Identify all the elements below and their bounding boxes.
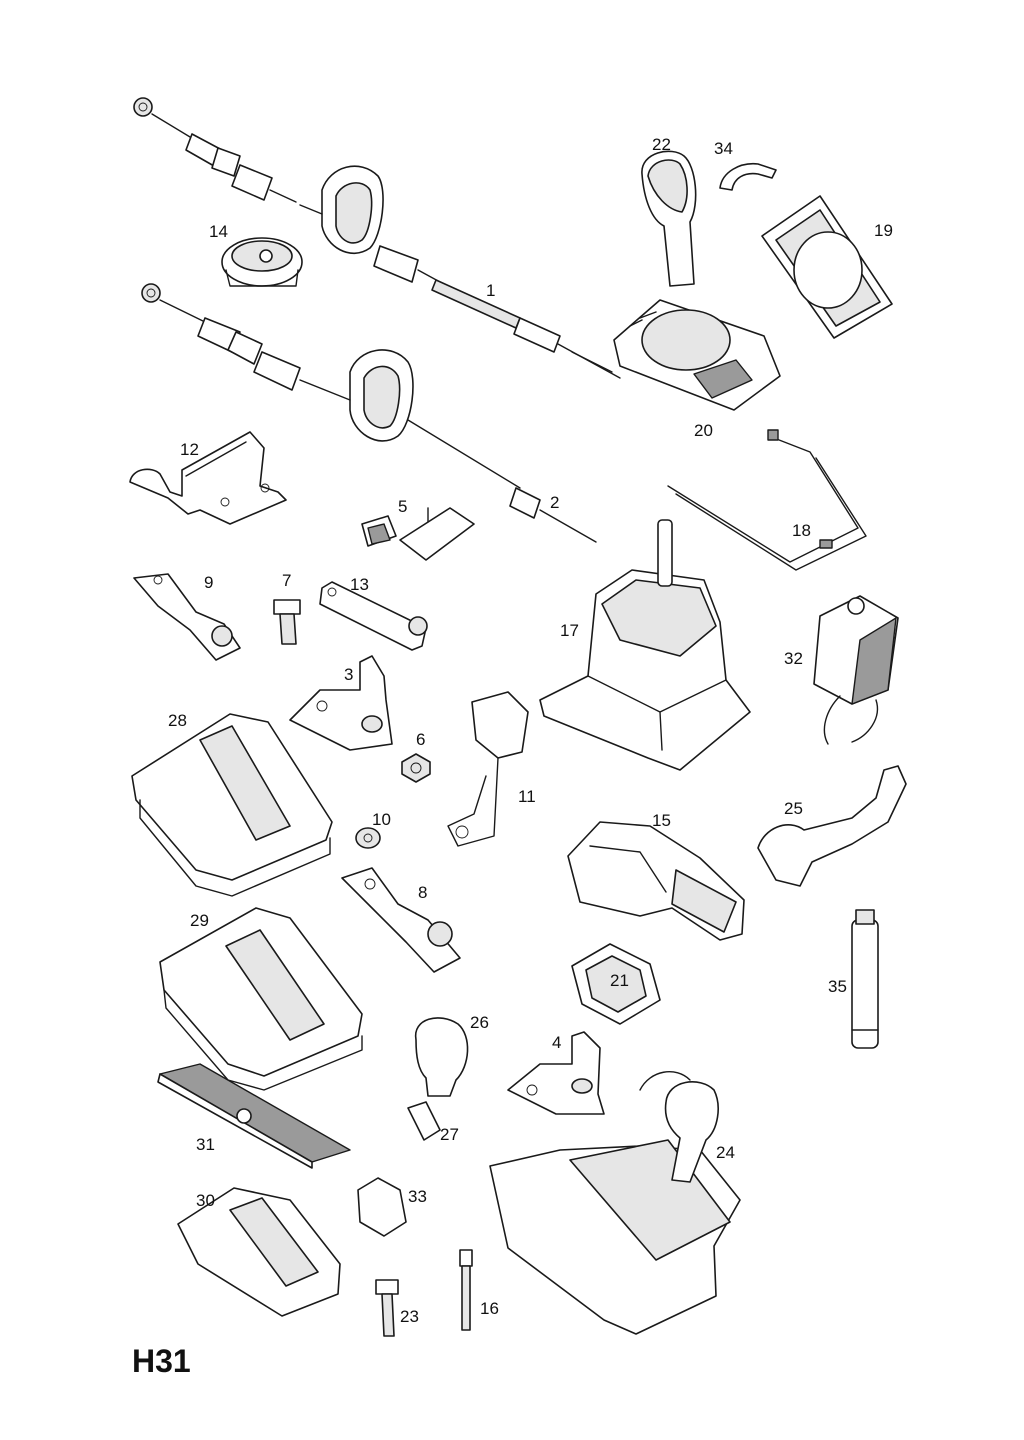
part-24-selector-assembly: [489, 1071, 741, 1335]
callout-26: 26: [470, 1013, 489, 1032]
part-31-trim-strip: [157, 1063, 351, 1169]
part-23-bolt: [375, 1279, 399, 1337]
part-4-plate: [507, 1031, 605, 1115]
part-2-shift-cable: [141, 283, 597, 543]
part-35-tube: [851, 909, 879, 1049]
part-26-knob: [414, 1017, 469, 1097]
callout-31: 31: [196, 1135, 215, 1154]
part-6-nut: [401, 753, 431, 783]
part-13-lever: [319, 581, 428, 651]
callout-23: 23: [400, 1307, 419, 1326]
callout-19: 19: [874, 221, 893, 240]
part-8-lever: [341, 867, 461, 973]
part-27-sleeve: [407, 1101, 441, 1141]
part-25-bracket-arm: [757, 765, 907, 887]
part-29-indicator-trim: [159, 907, 363, 1091]
part-32-control-unit: [813, 595, 899, 745]
part-18-wiring: [667, 429, 867, 571]
callout-13: 13: [350, 575, 369, 594]
callout-7: 7: [282, 571, 291, 590]
callout-12: 12: [180, 440, 199, 459]
callout-4: 4: [552, 1033, 561, 1052]
callout-22: 22: [652, 135, 671, 154]
callout-21: 21: [610, 971, 629, 990]
callout-29: 29: [190, 911, 209, 930]
part-1-selector-cable: [133, 97, 621, 379]
callout-5: 5: [398, 497, 407, 516]
part-33-guide: [357, 1177, 407, 1237]
callout-35: 35: [828, 977, 847, 996]
callout-34: 34: [714, 139, 733, 158]
callout-15: 15: [652, 811, 671, 830]
callout-11: 11: [518, 787, 536, 806]
part-30-gate-housing: [177, 1187, 341, 1317]
part-17-shift-assembly: [539, 519, 751, 771]
part-14-grommet: [221, 237, 303, 287]
part-34-clip: [719, 163, 777, 191]
part-3-plate: [289, 655, 393, 751]
callout-6: 6: [416, 730, 425, 749]
part-28-indicator-trim: [131, 713, 333, 897]
callout-33: 33: [408, 1187, 427, 1206]
part-5-switch: [361, 507, 475, 561]
part-12-bracket: [129, 431, 287, 525]
part-16-bolt: [459, 1249, 473, 1331]
part-21-gasket: [571, 943, 661, 1025]
callout-9: 9: [204, 573, 213, 592]
part-10-nut: [355, 827, 381, 849]
callout-1: 1: [486, 281, 495, 300]
callout-28: 28: [168, 711, 187, 730]
callout-18: 18: [792, 521, 811, 540]
callout-14: 14: [209, 222, 228, 241]
part-7-bolt: [273, 599, 301, 645]
callout-27: 27: [440, 1125, 459, 1144]
part-15-actuator: [567, 821, 745, 941]
callout-10: 10: [372, 810, 391, 829]
part-19-gaiter-frame: [761, 195, 893, 339]
callout-16: 16: [480, 1299, 499, 1318]
callout-8: 8: [418, 883, 427, 902]
callout-24: 24: [716, 1143, 735, 1162]
callout-30: 30: [196, 1191, 215, 1210]
callout-2: 2: [550, 493, 559, 512]
callout-25: 25: [784, 799, 803, 818]
callout-20: 20: [694, 421, 713, 440]
part-20-console-cover: [613, 299, 781, 411]
callout-17: 17: [560, 621, 579, 640]
page-code: H31: [132, 1343, 191, 1379]
callout-32: 32: [784, 649, 803, 668]
part-22-gear-knob: [641, 150, 697, 287]
part-11-sensor: [447, 691, 529, 847]
callout-3: 3: [344, 665, 353, 684]
part-9-lever: [133, 573, 241, 661]
